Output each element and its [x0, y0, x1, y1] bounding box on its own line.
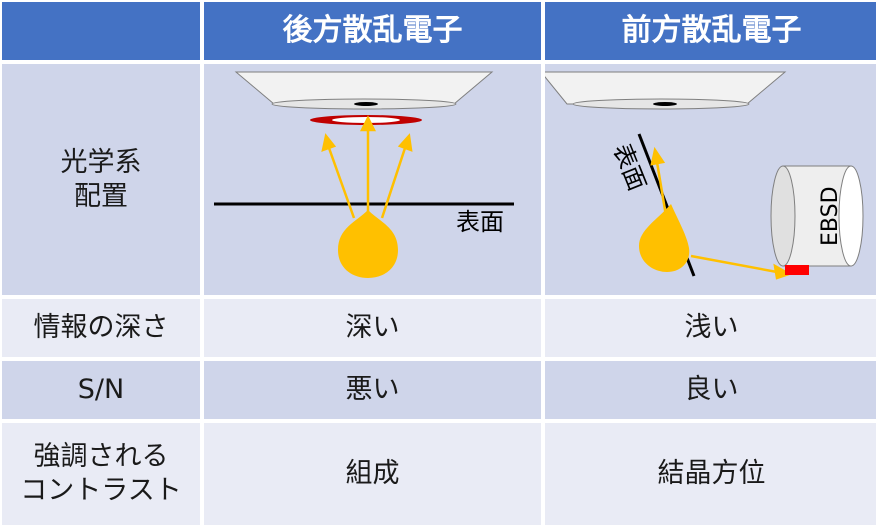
sn-forward-value: 良い	[545, 361, 876, 419]
depth-row-label: 情報の深さ	[2, 299, 200, 357]
interaction-volume-shape	[338, 210, 398, 278]
aperture-shape	[354, 102, 378, 106]
contrast-label-line2: コントラスト	[20, 475, 182, 506]
bse-arrowhead-center	[359, 115, 377, 132]
ebsd-detector-screen	[785, 265, 809, 275]
bse-arrowhead-left	[321, 133, 337, 152]
interaction-volume-shape	[639, 204, 690, 272]
contrast-row-label: 強調される コントラスト	[2, 423, 200, 525]
ebsd-label: EBSD	[818, 186, 843, 246]
incident-beam-arrowhead	[650, 146, 666, 166]
ebsd-detector-back	[838, 165, 864, 267]
aperture-shape	[653, 102, 677, 106]
depth-forward-value: 浅い	[545, 299, 876, 357]
bse-arrow-right	[380, 147, 407, 219]
depth-backscatter-value: 深い	[204, 299, 541, 357]
bse-arrow-left	[327, 147, 356, 219]
forward-scatter-diagram-svg: 表面 EBSD	[545, 71, 864, 280]
contrast-label-line1: 強調される	[33, 441, 169, 473]
contrast-backscatter-value: 組成	[204, 423, 541, 525]
ebsd-detector-face	[770, 165, 796, 267]
forward-scatter-diagram: 表面 EBSD	[545, 64, 876, 295]
header-corner	[2, 2, 200, 60]
forward-scatter-arrow	[690, 254, 778, 274]
backscatter-diagram-svg: 表面	[214, 71, 514, 278]
backscatter-diagram: 表面	[204, 64, 541, 295]
optics-label-line1: 光学系	[60, 146, 142, 178]
optics-row-label: 光学系 配置	[2, 64, 200, 295]
sn-row-label: S/N	[2, 361, 200, 419]
contrast-forward-value: 結晶方位	[545, 423, 876, 525]
optics-label-line2: 配置	[74, 180, 128, 212]
sn-backscatter-value: 悪い	[204, 361, 541, 419]
incident-beam-arrow	[655, 161, 673, 247]
header-backscatter: 後方散乱電子	[204, 2, 541, 60]
header-forward-scatter: 前方散乱電子	[545, 2, 876, 60]
bse-arrowhead-right	[397, 133, 413, 152]
surface-label: 表面	[456, 208, 504, 236]
